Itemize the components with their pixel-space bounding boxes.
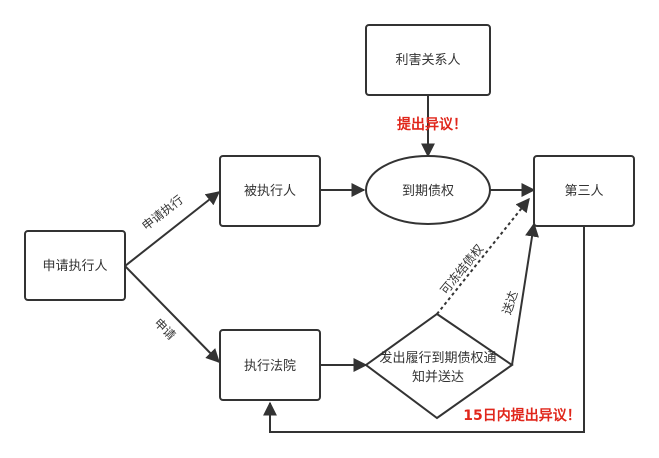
annotation-objection-15-days: 15日内提出异议！ <box>463 407 580 424</box>
node-notice-label-line2: 知并送达 <box>412 369 464 385</box>
node-executee: 被执行人 <box>219 155 321 227</box>
node-due-claim: 到期债权 <box>365 155 491 225</box>
edge-label-apply-execution: 申请执行 <box>139 193 185 234</box>
node-due-claim-label: 到期债权 <box>402 183 454 199</box>
annotation-raise-objection: 提出异议！ <box>397 116 467 133</box>
edge-applicant-to-executee <box>124 191 221 267</box>
node-court: 执行法院 <box>219 329 321 401</box>
node-notice-label-line1: 发出履行到期债权通 <box>379 350 496 366</box>
edge-notice-to-third-party <box>511 222 539 366</box>
node-third-party-label: 第三人 <box>564 184 603 199</box>
node-court-label: 执行法院 <box>244 359 296 374</box>
edge-applicant-to-court <box>124 265 220 364</box>
node-stakeholder: 利害关系人 <box>365 24 491 96</box>
edge-label-apply: 申请 <box>151 316 178 343</box>
node-executee-label: 被执行人 <box>244 184 296 199</box>
edge-label-deliver: 送达 <box>499 289 521 316</box>
edge-label-freezable-claim: 可冻结债权 <box>437 241 486 297</box>
node-notice-decision: 发出履行到期债权通 知并送达 <box>364 312 514 420</box>
node-third-party: 第三人 <box>533 155 635 227</box>
edge-third-party-to-court <box>263 226 585 433</box>
node-applicant-label: 申请执行人 <box>42 259 107 274</box>
node-stakeholder-label: 利害关系人 <box>395 52 460 68</box>
edge-notice-to-third-party-dashed <box>436 197 530 315</box>
node-applicant: 申请执行人 <box>24 230 126 301</box>
